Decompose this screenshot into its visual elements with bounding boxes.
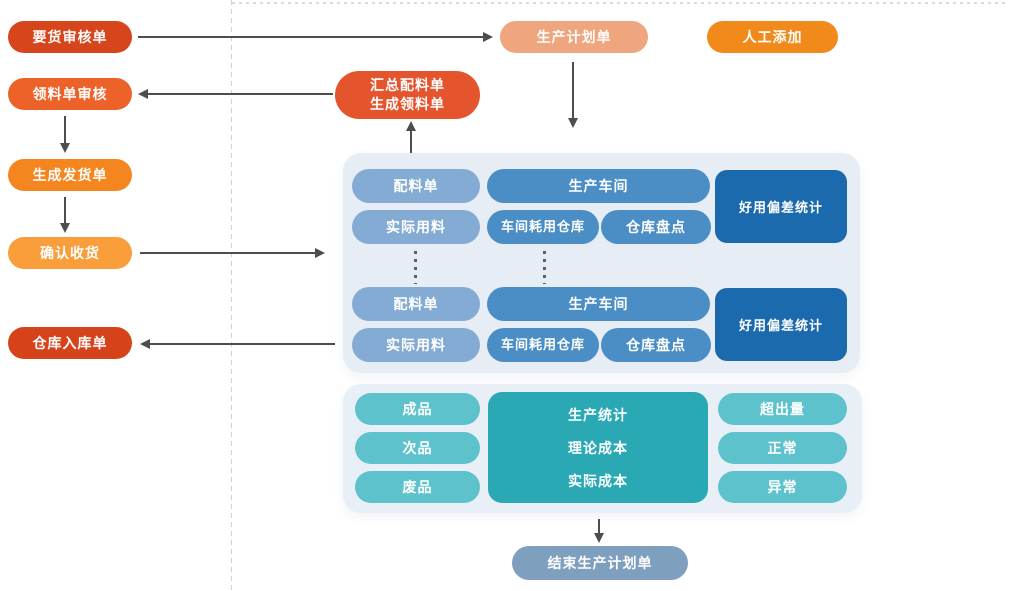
node-production-stats-box: 生产统计 理论成本 实际成本 bbox=[488, 392, 708, 503]
node-workshop-1: 生产车间 bbox=[487, 169, 710, 203]
arrow-picking-to-delivery bbox=[60, 116, 70, 153]
node-usage-deviation-stats-1: 好用偏差统计 bbox=[715, 170, 847, 243]
node-bom-1: 配料单 bbox=[352, 169, 480, 203]
dotted-connector-left bbox=[414, 251, 417, 284]
node-finished-goods: 成品 bbox=[355, 393, 480, 425]
node-workshop-consume-wh-1: 车间耗用仓库 bbox=[487, 210, 599, 244]
summary-line2: 生成领料单 bbox=[370, 96, 445, 112]
arrow-summary-to-picking-review bbox=[138, 89, 333, 99]
stats-line-actual-cost: 实际成本 bbox=[568, 472, 628, 489]
summary-line1: 汇总配料单 bbox=[370, 77, 445, 94]
arrow-demand-to-plan bbox=[138, 32, 493, 42]
arrow-receipt-to-panel bbox=[140, 248, 325, 258]
node-manual-add: 人工添加 bbox=[707, 21, 838, 53]
node-create-delivery: 生成发货单 bbox=[8, 159, 132, 191]
node-scrap-goods: 废品 bbox=[355, 471, 480, 503]
node-production-plan: 生产计划单 bbox=[500, 21, 648, 53]
node-demand-review: 要货审核单 bbox=[8, 21, 132, 53]
arrow-delivery-to-receipt bbox=[60, 197, 70, 233]
node-defective-goods: 次品 bbox=[355, 432, 480, 464]
node-workshop-2: 生产车间 bbox=[487, 287, 710, 321]
node-usage-deviation-stats-2: 好用偏差统计 bbox=[715, 288, 847, 361]
node-end-production-plan: 结束生产计划单 bbox=[512, 546, 688, 580]
arrow-panel-to-inbound bbox=[140, 339, 335, 349]
dotted-connector-right bbox=[543, 251, 546, 284]
stats-line-theoretical-cost: 理论成本 bbox=[568, 439, 628, 456]
node-actual-usage-1: 实际用料 bbox=[352, 210, 480, 244]
node-abnormal: 异常 bbox=[718, 471, 847, 503]
boundary-horizontal-dashed-line bbox=[232, 2, 1009, 4]
arrow-panel-to-summary bbox=[406, 121, 416, 153]
node-confirm-receipt: 确认收货 bbox=[8, 237, 132, 269]
node-actual-usage-2: 实际用料 bbox=[352, 328, 480, 362]
node-bom-2: 配料单 bbox=[352, 287, 480, 321]
node-summary-picking: 汇总配料单 生成领料单 bbox=[335, 71, 480, 119]
node-warehouse-inbound: 仓库入库单 bbox=[8, 327, 132, 359]
node-normal: 正常 bbox=[718, 432, 847, 464]
boundary-vertical-dashed-line bbox=[231, 0, 232, 591]
arrow-plan-to-panel bbox=[568, 62, 578, 128]
stats-line-production: 生产统计 bbox=[568, 406, 628, 423]
node-stocktake-1: 仓库盘点 bbox=[601, 210, 711, 244]
node-picking-review: 领料单审核 bbox=[8, 78, 132, 110]
node-workshop-consume-wh-2: 车间耗用仓库 bbox=[487, 328, 599, 362]
node-excess-amount: 超出量 bbox=[718, 393, 847, 425]
node-stocktake-2: 仓库盘点 bbox=[601, 328, 711, 362]
arrow-stats-to-end bbox=[594, 519, 604, 543]
